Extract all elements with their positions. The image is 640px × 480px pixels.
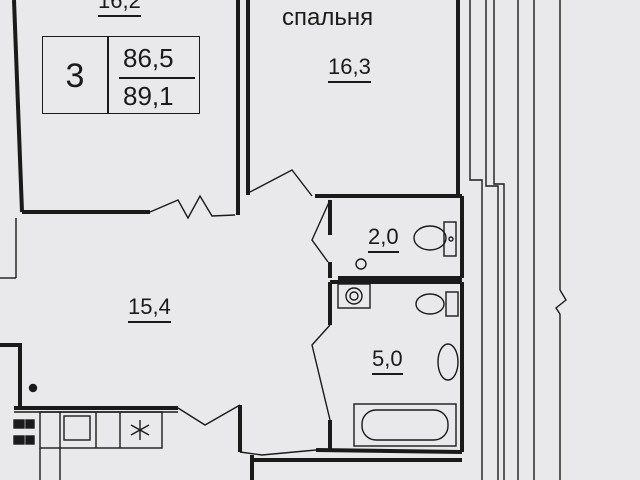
info-divider (107, 37, 109, 113)
total-area: 89,1 (123, 81, 174, 111)
door-top-left (149, 194, 236, 220)
toilet-tank (443, 221, 457, 257)
bedroom-area: 16,3 (328, 56, 371, 83)
washing-machine (337, 283, 371, 309)
door-bottom-right (239, 449, 317, 456)
bath-toilet (415, 293, 445, 315)
bedroom-name: спальня (282, 4, 374, 31)
door-bottom (177, 404, 241, 426)
wc-area: 2,0 (368, 226, 399, 253)
bathtub (353, 403, 457, 447)
apartment-info-box: 3 86,5 89,1 (42, 36, 200, 114)
room-area-top-left: 16,2 (98, 0, 141, 17)
fraction-line (119, 77, 195, 79)
door-wc (311, 199, 331, 263)
door-bath (311, 324, 331, 421)
bathroom-area: 5,0 (372, 348, 403, 375)
hall-area: 15,4 (128, 296, 171, 323)
wall (315, 448, 463, 454)
door-bedroom (249, 169, 313, 197)
exterior-wall (469, 0, 483, 480)
wall (12, 0, 24, 213)
living-area: 86,5 (123, 43, 174, 73)
kitchen-sink (63, 415, 91, 441)
toilet-bowl (413, 225, 447, 251)
rooms-count: 3 (65, 57, 85, 95)
stove-icon (130, 420, 150, 440)
kitchen-counter (39, 411, 163, 449)
sink (437, 343, 459, 381)
